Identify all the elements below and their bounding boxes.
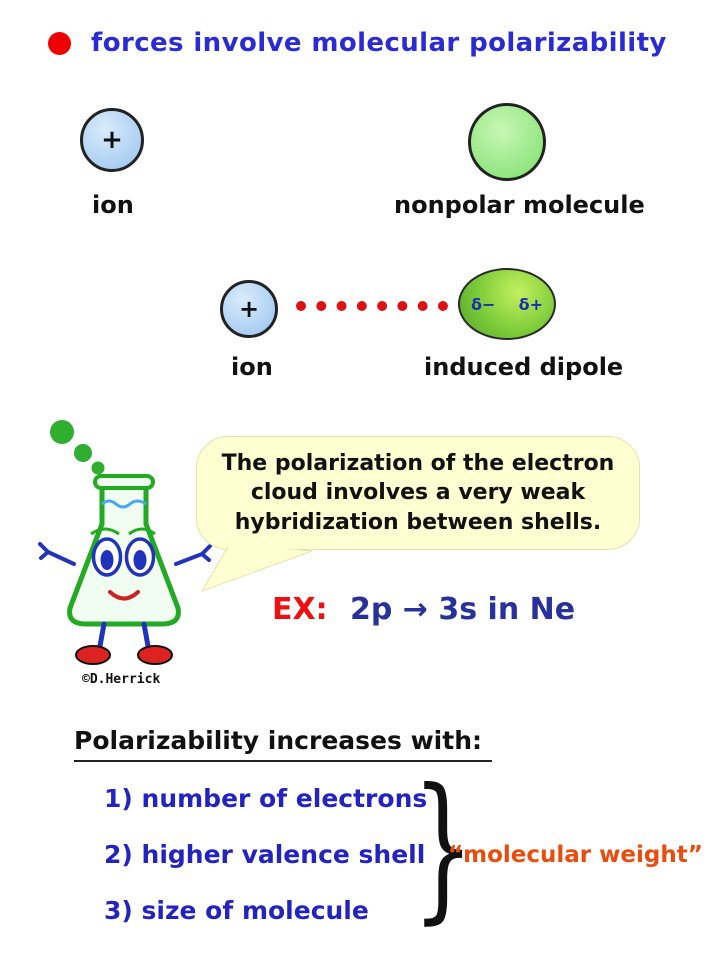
ion-label: ion [92,191,134,219]
flask-mascot-drawing [38,420,212,665]
polarizability-item-2: 2) higher valence shell [104,840,426,869]
speech-bubble-tail [202,543,314,592]
slide-title: forces involve molecular polarizability [91,28,667,58]
ion-circle-2: + [220,280,278,338]
speech-bubble-line: cloud involves a very weak [250,480,586,506]
attraction-dotted-line [296,301,448,311]
bullet-icon [48,31,71,55]
polarizability-heading: Polarizability increases with: [74,726,492,762]
delta-plus-symbol: δ+ [518,294,543,314]
delta-minus-symbol: δ− [471,294,496,314]
speech-bubble: The polarization of the electron cloud i… [196,436,640,550]
title-row: forces involve molecular polarizability [48,28,667,58]
nonpolar-molecule-label: nonpolar molecule [394,191,645,219]
ion-circle: + [80,108,144,172]
speech-bubble-line: hybridization between shells. [234,509,602,535]
induced-dipole-ellipse: δ− δ+ [458,268,556,340]
speech-bubble-line: The polarization of the electron [221,451,615,477]
example-expression: 2p → 3s in Ne [350,592,576,627]
ion-label-2: ion [231,353,273,381]
flask-mascot [38,412,213,678]
polarizability-item-1: 1) number of electrons [104,784,428,813]
induced-dipole-label: induced dipole [424,353,624,381]
polarizability-item-3: 3) size of molecule [104,896,369,925]
nonpolar-molecule-circle [468,103,546,181]
ion-plus-symbol-2: + [238,295,260,323]
molecular-weight-annotation: “molecular weight” [448,842,703,868]
example-label: EX: [272,592,328,627]
credit-text: ©D.Herrick [82,672,161,687]
ion-plus-symbol: + [101,125,123,155]
curly-brace-icon: } [412,755,475,939]
